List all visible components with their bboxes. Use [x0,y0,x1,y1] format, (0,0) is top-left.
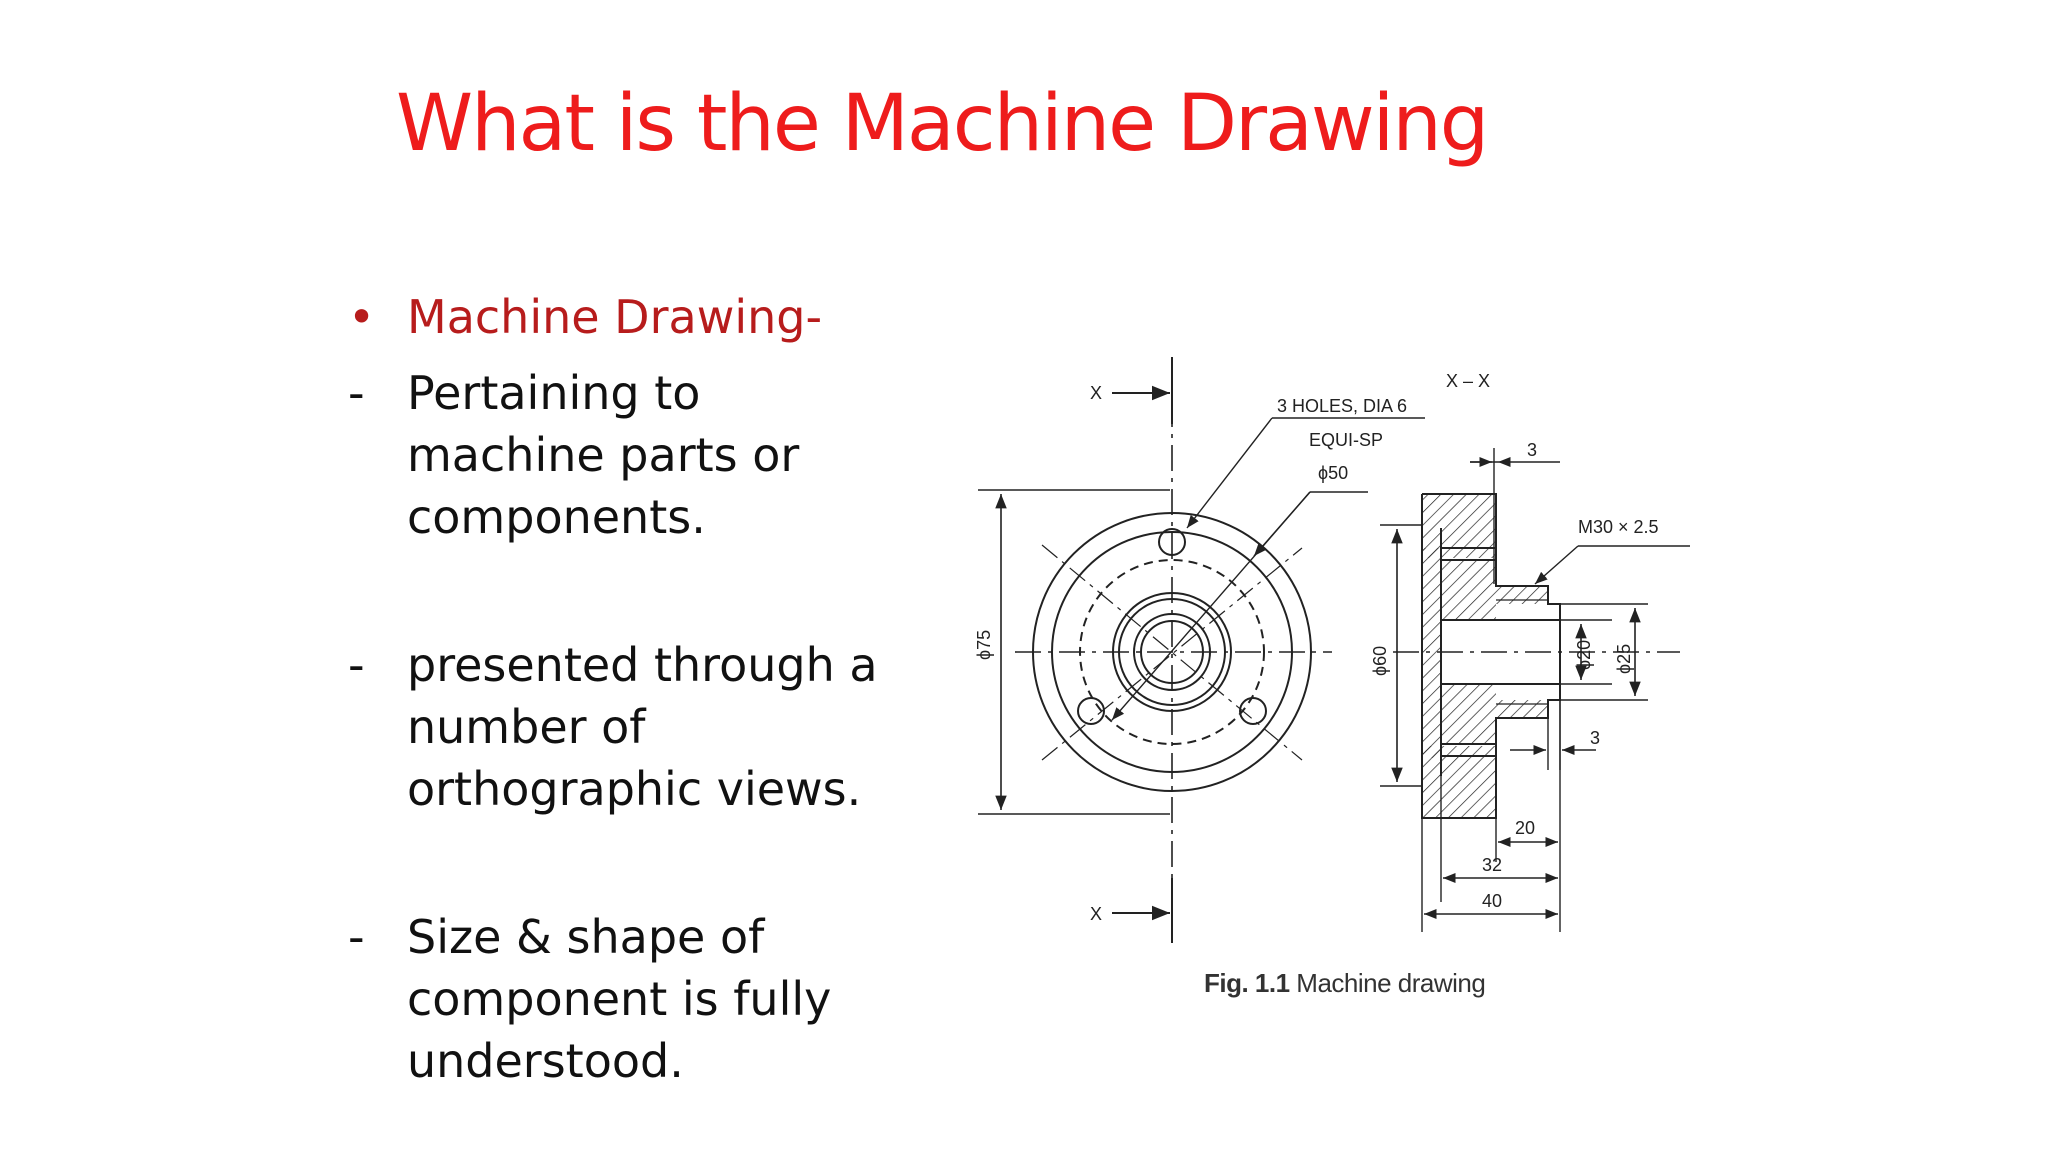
dash-marker: - [348,366,365,420]
spigot-dia-label: ϕ25 [1614,644,1634,674]
thread-label: M30 × 2.5 [1578,517,1659,537]
bullet-heading-text: Machine Drawing- [407,290,823,344]
bullet-dot-icon: • [348,290,376,344]
list-item: - Size & shape of component is fully und… [340,906,900,1092]
list-item: - presented through a number of orthogra… [340,634,900,820]
bullet-heading: • Machine Drawing- [340,286,900,356]
outer-dia-label: ϕ75 [974,630,994,660]
section-mark-label: X [1090,904,1102,924]
dim-3-label: 3 [1527,440,1537,460]
slide-title: What is the Machine Drawing [396,79,1489,169]
bullet-list: • Machine Drawing- - Pertaining to machi… [340,286,900,1092]
section-view [1380,448,1690,932]
dim-3-label: 3 [1590,728,1600,748]
holes-spacing-label: EQUI-SP [1309,430,1383,450]
list-item-text: Pertaining to machine parts or component… [407,366,800,544]
section-mark-label: X [1090,383,1102,403]
figure-caption: Fig. 1.1 Machine drawing [1204,968,1486,999]
pcd-label: ϕ50 [1318,463,1348,483]
dash-marker: - [348,638,365,692]
list-item-text: Size & shape of component is fully under… [407,910,832,1088]
machine-drawing-figure: X X X – X 3 HOLES, DIA 6 EQUI-SP ϕ50 M30… [960,340,1710,1020]
bore-dia-label: ϕ20 [1574,640,1594,670]
dim-32-label: 32 [1482,855,1502,875]
front-view [978,357,1425,943]
figure-caption-text: Machine drawing [1289,968,1486,998]
list-item: - Pertaining to machine parts or compone… [340,362,900,548]
list-item-text: presented through a number of orthograph… [407,638,878,816]
section-title-label: X – X [1446,371,1490,391]
machine-drawing-svg: X X X – X 3 HOLES, DIA 6 EQUI-SP ϕ50 M30… [974,357,1690,943]
holes-label: 3 HOLES, DIA 6 [1277,396,1407,416]
dim-20-label: 20 [1515,818,1535,838]
flange-dia-label: ϕ60 [1370,646,1390,676]
dim-40-label: 40 [1482,891,1502,911]
figure-caption-number: Fig. 1.1 [1204,968,1290,998]
dash-marker: - [348,910,365,964]
